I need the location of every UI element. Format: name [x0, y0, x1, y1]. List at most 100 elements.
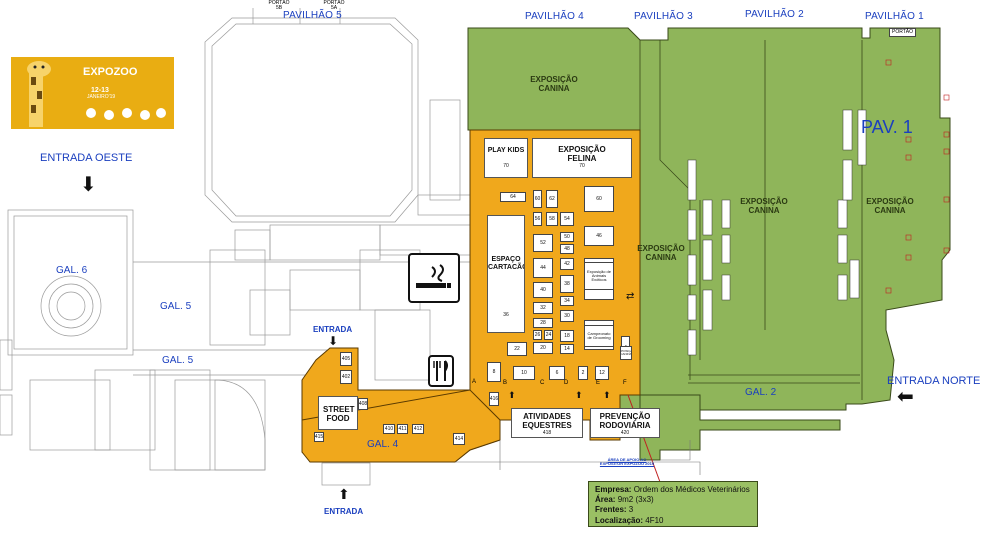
logo-month: JANEIRO'19 [87, 94, 116, 100]
booth-26: 26 [533, 330, 542, 340]
up-arrow-icon: ⬆ [338, 487, 350, 503]
booth-64: 64 [500, 192, 526, 202]
atividades-number: 418 [542, 430, 552, 437]
booth-34: 34 [560, 296, 574, 306]
booth-415: 415 [314, 432, 324, 442]
felina-room: EXPOSIÇÃO FELINA 70 [532, 138, 632, 178]
info-area-label: Área: [595, 495, 616, 505]
info-area-row: Área: 9m2 (3x3) [595, 495, 751, 505]
street-food-label: STREET FOOD [323, 405, 355, 424]
entrada-bottom-label: ENTRADA [324, 507, 364, 516]
grooming-box: Campeonato de Grooming [584, 325, 614, 347]
booth-28: 28 [533, 318, 553, 328]
up-arrow-icon-d: ⬆ [575, 391, 583, 401]
left-arrow-icon: ⬅ [897, 384, 914, 408]
booth-32: 32 [533, 302, 553, 314]
booth-14: 14 [560, 344, 574, 354]
booth-60b: 60 [584, 186, 614, 212]
exotic-animals-box: Exposição de Animais Exóticos [584, 262, 614, 290]
expozoo-logo: EXPOZOO 12-13 JANEIRO'19 [11, 57, 174, 129]
up-arrow-icon-e: ⬆ [603, 391, 611, 401]
street-food-room: STREET FOOD [318, 396, 358, 430]
prevencao-label: PREVENÇÃO RODOVIÁRIA [599, 412, 651, 431]
pavilion-5-label: PAVILHÃO 5 [283, 10, 342, 21]
cartacao-label: ESPAÇO CARTACÃO [488, 256, 525, 272]
logo-name: EXPOZOO [83, 66, 138, 78]
booth-62: 62 [546, 190, 558, 208]
booth-20: 20 [533, 342, 553, 354]
entrada-oeste-label: ENTRADA OESTE [40, 152, 133, 164]
booth-22: 22 [507, 342, 527, 356]
restaurant-icon [428, 355, 454, 387]
booth-40: 40 [533, 282, 553, 298]
corridor-a: A [472, 379, 477, 385]
cartacao-number: 36 [503, 312, 509, 319]
prevencao-room: PREVENÇÃO RODOVIÁRIA 420 [590, 408, 660, 438]
canina-strip-box: EXPOSIÇÃO CANINA [620, 346, 632, 360]
pavilion-2-label: PAVILHÃO 2 [745, 9, 804, 20]
apoio-label: ÁREA DE APOIO AO EXPOSITOR EXPOZOO 2019 [599, 457, 655, 466]
booth-52: 52 [533, 234, 553, 252]
pavilion-4-label: PAVILHÃO 4 [525, 11, 584, 22]
booth-8: 8 [487, 362, 501, 382]
cartacao-room: ESPAÇO CARTACÃO 36 [487, 215, 525, 333]
down-arrow-icon: ⬇ [80, 172, 97, 196]
info-localizacao-row: Localização: 4F10 [595, 516, 751, 526]
giraffe-logo-graphic [27, 61, 166, 127]
pavilion-1-label: PAVILHÃO 1 [865, 11, 924, 22]
gal-6-label: GAL. 6 [56, 265, 88, 276]
booth-56: 56 [533, 212, 542, 226]
play-kids-room: PLAY KIDS 70 [484, 138, 528, 178]
info-empresa-row: Empresa: Ordem dos Médicos Veterinários [595, 485, 751, 495]
booth-411: 411 [397, 424, 408, 434]
booth-408: 408 [358, 398, 368, 410]
booth-2: 2 [578, 366, 588, 380]
booth-50: 50 [560, 232, 574, 242]
corridor-c: C [540, 380, 545, 386]
canina-mid-label: EXPOSIÇÃO CANINA [637, 244, 685, 263]
booth-44: 44 [533, 258, 553, 278]
entrada-top-label: ENTRADA [313, 325, 353, 334]
info-frentes-row: Frentes: 3 [595, 505, 751, 515]
pav1-big-label: PAV. 1 [861, 117, 913, 137]
info-empresa-label: Empresa: [595, 485, 632, 494]
atividades-room: ATIVIDADES EQUESTRES 418 [511, 408, 583, 438]
portao-5b-label: PORTÃO 5B [268, 0, 290, 11]
gal-5a-label: GAL. 5 [160, 301, 192, 312]
info-localizacao-label: Localização: [595, 515, 644, 525]
booth-24: 24 [544, 330, 553, 340]
down-arrow-icon-small: ⬇ [328, 334, 339, 348]
booth-48: 48 [560, 244, 574, 254]
info-frentes-value: 3 [628, 505, 634, 515]
gal-4-label: GAL. 4 [367, 439, 399, 450]
felina-number: 70 [579, 163, 585, 170]
booth-12: 12 [595, 366, 609, 380]
booth-18: 18 [560, 330, 574, 342]
info-frentes-label: Frentes: [595, 505, 627, 515]
atividades-label: ATIVIDADES EQUESTRES [522, 412, 572, 431]
info-localizacao-value: 4F10 [645, 515, 664, 525]
booth-46: 46 [584, 226, 614, 246]
double-arrow-icon: ⇄ [626, 291, 635, 302]
booth-38: 38 [560, 275, 574, 293]
booth-30: 30 [560, 310, 574, 322]
corridor-b: B [503, 380, 508, 386]
cigarette-icon [416, 264, 451, 288]
corridor-e: E [596, 380, 601, 386]
up-arrow-icon-b: ⬆ [508, 391, 516, 401]
play-kids-number: 70 [503, 163, 509, 170]
booth-416: 416 [489, 392, 499, 406]
booth-6: 6 [549, 366, 565, 380]
exhibitor-info-box: Empresa: Ordem dos Médicos Veterinários … [588, 481, 758, 527]
canina-left-label: EXPOSIÇÃO CANINA [740, 197, 788, 216]
smoking-area-icon [408, 253, 460, 303]
gal-2-label: GAL. 2 [745, 387, 777, 398]
entrada-norte-label: ENTRADA NORTE [887, 375, 981, 387]
booth-60: 60 [533, 190, 542, 208]
info-empresa-value: Ordem dos Médicos Veterinários [633, 485, 750, 494]
info-area-value: 9m2 (3x3) [617, 495, 654, 505]
booth-405: 405 [340, 352, 352, 366]
corridor-f: F [623, 380, 627, 386]
corridor-d: D [564, 380, 569, 386]
